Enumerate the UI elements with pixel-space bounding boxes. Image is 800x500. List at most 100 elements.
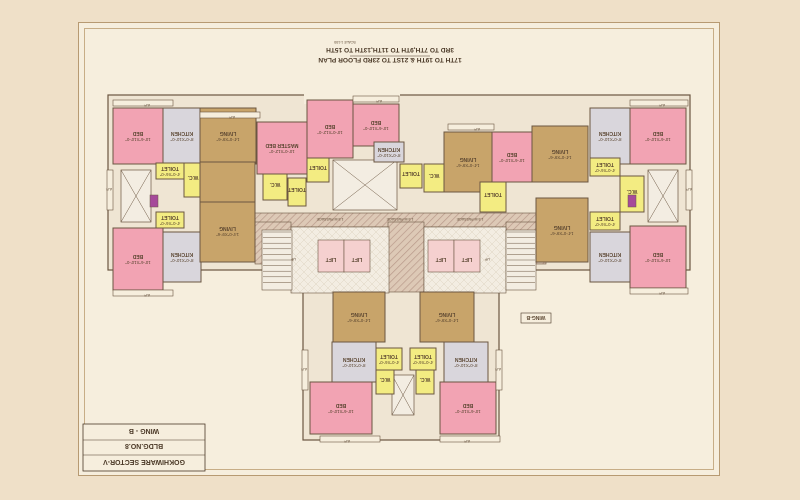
ap-left-top-2-label: A.P. [229,115,235,119]
ap-right-side: A.P. [685,169,693,211]
room-toilet-left-b-fill [155,211,185,229]
ap-right-top-2-label: A.P. [474,127,480,131]
ap-center-top-label: A.P. [376,99,382,103]
room-living-bottom-a-fill [332,291,386,343]
room-wc-left-a: W.C. [183,162,203,198]
room-masterbed-left-label: MASTER BED [265,142,298,148]
room-bed-bottom-a-fill [309,381,373,435]
room-toilet-left-a-dim: 4'-0"X6'-0" [159,172,180,177]
room-kitchen-center-top-label: KITCHEN [378,146,401,152]
ap-right-top-2-strip [447,123,495,131]
room-kitchen-bottom-a-label: KITCHEN [343,356,366,362]
room-wc-center: W.C. [423,163,445,193]
room-wc-center-label: W.C. [428,172,439,178]
room-living-right-bottom-dim: 14'-0"X9'-6" [550,231,573,236]
room-toilet-right-b-fill [589,211,621,231]
plan-scale: SCALE 1:100 [334,40,356,44]
room-bed-bottom-b-fill [439,381,497,435]
up-label-left: UP [290,257,296,261]
ap-left-side-strip [106,169,114,211]
room-kitchen-right-bottom-fill [589,231,631,283]
duct-right [627,194,637,208]
ap-right-side-label: A.P. [686,187,692,191]
ap-bottom-side-b-label: A.P. [495,367,501,371]
room-living-right-top-b-label: LIVING [552,148,569,154]
title-block: WING - B BLDG.NO.8 GOKHIWARE SECTOR-V [82,423,206,472]
room-kitchen-center-top-fill [373,141,405,163]
room-toilet-right-b-dim: 4'-0"X6'-0" [594,222,615,227]
room-toilet-center-b: TOILET [399,163,423,189]
room-bed-center-top-b-fill [352,103,400,147]
room-living-left-mid [199,161,256,203]
room-kitchen-right-top-fill [589,107,631,165]
room-bed-right-top-label: BED [652,130,663,136]
room-toilet-right-c-fill [479,181,507,213]
room-wc-bottom-b-label: W.C. [419,376,430,382]
ap-center-top: A.P. [352,95,400,103]
ap-left-top: A.P. [112,99,174,107]
ap-bottom-b: A.P. [439,435,501,443]
room-toilet-right-b-label: TOILET [596,215,614,221]
ap-left-bottom: A.P. [112,289,174,297]
room-living-right-bottom-label: LIVING [554,224,571,230]
room-bed-center-top-a-fill [306,99,354,159]
wing-label-text: WING-B [526,314,545,320]
room-living-right-bottom-fill [535,197,589,263]
room-toilet-right-c-label: TOILET [484,191,502,197]
room-bed-right-top-a-dim: 10'-6"X10'-0" [499,158,525,163]
room-bed-left-top-fill [112,107,164,165]
room-kitchen-left-bottom-fill [162,231,202,283]
passage-label-left: 1.5 M PASSAGE [316,217,343,221]
room-kitchen-bottom-a-fill [331,341,377,383]
ap-center-top-strip [352,95,400,103]
room-bed-center-top-b-dim: 10'-6"X10'-0" [363,126,389,131]
lift-label-4: LIFT [462,256,473,262]
room-toilet-center-b-label: TOILET [402,170,420,176]
room-bed-right-bottom-label: BED [652,251,663,257]
room-wc-bottom-b-fill [415,369,435,395]
room-living-bottom-a-dim: 14'-0"X9'-6" [347,318,370,323]
lift-label-1: LIFT [326,256,337,262]
room-bed-right-top-dim: 10'-6"X10'-0" [645,137,671,142]
room-wc-right-label: W.C. [626,188,637,194]
duct-left [149,194,159,208]
room-kitchen-center-top-dim: 8'-0"X10'-0" [377,153,400,158]
room-toilet-right-a-label: TOILET [596,161,614,167]
room-living-right-top-a-fill [443,131,493,193]
plan-title-line2: 17TH TO 19TH & 21ST TO 23RD FLOOR PLAN [318,56,462,63]
wing-label: WING-B [520,312,552,324]
ap-left-side: A.P. [106,169,114,211]
room-kitchen-bottom-b-fill [443,341,489,383]
ap-left-side-label: A.P. [106,187,112,191]
room-toilet-left-b-dim: 4'-0"X6'-0" [159,221,180,226]
room-toilet-center-a: TOILET [306,157,330,183]
room-bed-left-bottom-fill [112,227,164,291]
lift-shaft-4 [453,239,481,273]
lift-label-3: LIFT [436,256,447,262]
room-bed-left-bottom-dim: 10'-6"X10'-0" [125,260,151,265]
room-kitchen-bottom-a-dim: 8'-0"X10'-0" [342,363,365,368]
room-kitchen-bottom-b-label: KITCHEN [455,356,478,362]
lift-lobby: LIFT LIFT LIFT LIFT [290,226,507,294]
title-block-line3: WING - B [129,427,159,434]
ap-left-bottom-label: A.P. [144,293,150,297]
ap-left-top-2-strip [199,111,261,119]
ap-right-side-strip [685,169,693,211]
room-kitchen-left-top-label: KITCHEN [171,130,194,136]
room-bed-center-top-b-label: BED [370,119,381,125]
ap-bottom-side-b-strip [495,349,503,391]
